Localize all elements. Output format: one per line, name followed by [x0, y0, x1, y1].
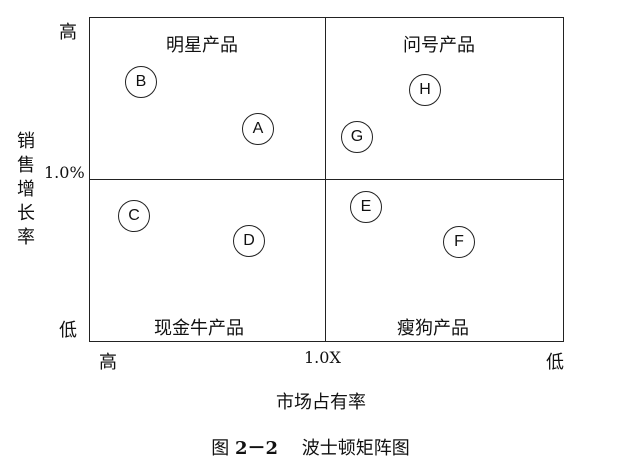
figure-caption: 图 2－2 波士顿矩阵图: [0, 434, 621, 460]
x-axis-title: 市场占有率: [276, 392, 366, 413]
caption-number: 2－2: [234, 438, 279, 459]
product-node-b: B: [125, 66, 157, 98]
y-axis-high-label: 高: [59, 22, 77, 43]
product-node-h: H: [409, 74, 441, 106]
product-node-g: G: [341, 121, 373, 153]
quadrant-label-cash-cows: 现金牛产品: [154, 318, 244, 339]
quadrant-label-question-marks: 问号产品: [403, 35, 475, 56]
caption-title: 波士顿矩阵图: [301, 438, 410, 459]
product-node-a: A: [242, 113, 274, 145]
x-axis-high-label: 高: [99, 352, 117, 373]
product-node-f: F: [443, 226, 475, 258]
y-axis-low-label: 低: [59, 320, 77, 341]
quadrant-label-stars: 明星产品: [166, 35, 238, 56]
product-node-d: D: [233, 225, 265, 257]
x-axis-mid-label: 1.0X: [304, 348, 341, 367]
caption-prefix: 图: [211, 438, 230, 459]
y-axis-title: 销售增长率: [17, 131, 35, 248]
horizontal-divider: [89, 179, 564, 180]
y-axis-mid-label: 1.0%: [44, 163, 85, 182]
product-node-e: E: [350, 191, 382, 223]
quadrant-label-dogs: 瘦狗产品: [397, 318, 469, 339]
x-axis-low-label: 低: [546, 352, 564, 373]
product-node-c: C: [118, 200, 150, 232]
